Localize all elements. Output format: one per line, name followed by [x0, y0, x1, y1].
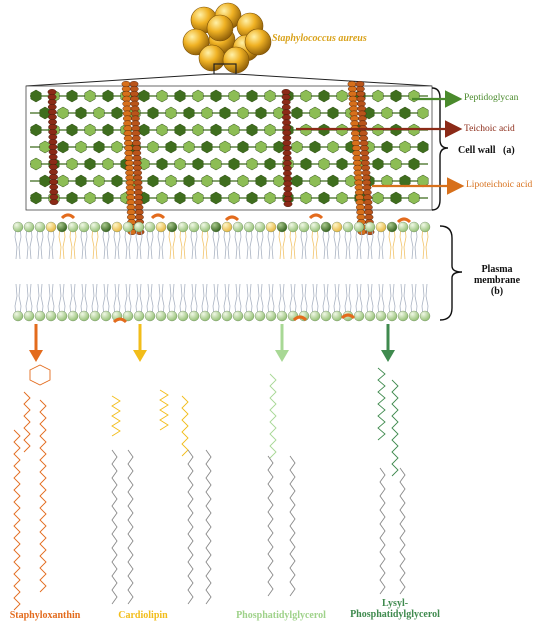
- lysyl-line2: Phosphatidylglycerol: [350, 609, 440, 620]
- membrane-tag: (b): [490, 286, 504, 297]
- lysyl-arrow: [381, 324, 395, 362]
- cell-wall-tag: (a): [503, 145, 515, 156]
- plasma-membrane-label: Plasma membrane (b): [470, 264, 524, 297]
- lipid-structures: [13, 364, 406, 611]
- organism-title: Staphylococcus aureus: [272, 33, 367, 44]
- plasma-membrane-bilayer: [12, 213, 431, 324]
- cell-wall-label: Cell wall (a): [458, 145, 515, 156]
- lipoteichoic-acid-label: Lipoteichoic acid: [466, 180, 533, 190]
- membrane-line1: Plasma: [481, 264, 513, 275]
- peptidoglycan-label: Peptidoglycan: [464, 93, 519, 103]
- lysyl-phosphatidylglycerol-label: Lysyl- Phosphatidylglycerol: [345, 598, 445, 620]
- zoom-line-left: [25, 73, 215, 87]
- membrane-line2: membrane: [473, 275, 521, 286]
- cardiolipin-label: Cardiolipin: [118, 610, 168, 621]
- lysyl-line1: Lysyl-: [381, 598, 409, 609]
- staphylococcus-cluster: [182, 2, 272, 74]
- zoom-line-right: [235, 73, 433, 87]
- cell-wall-brace: [431, 87, 449, 211]
- cell-wall-text: Cell wall: [458, 145, 496, 156]
- zoom-box: [213, 63, 237, 75]
- staphyloxanthin-label: Staphyloxanthin: [9, 610, 81, 621]
- staphyloxanthin-arrow: [29, 324, 43, 362]
- teichoic-acid-label: Teichoic acid: [464, 124, 515, 134]
- cardiolipin-arrow: [133, 324, 147, 362]
- membrane-brace: [439, 225, 463, 321]
- phosphatidylglycerol-arrow: [275, 324, 289, 362]
- phosphatidylglycerol-label: Phosphatidylglycerol: [236, 610, 326, 621]
